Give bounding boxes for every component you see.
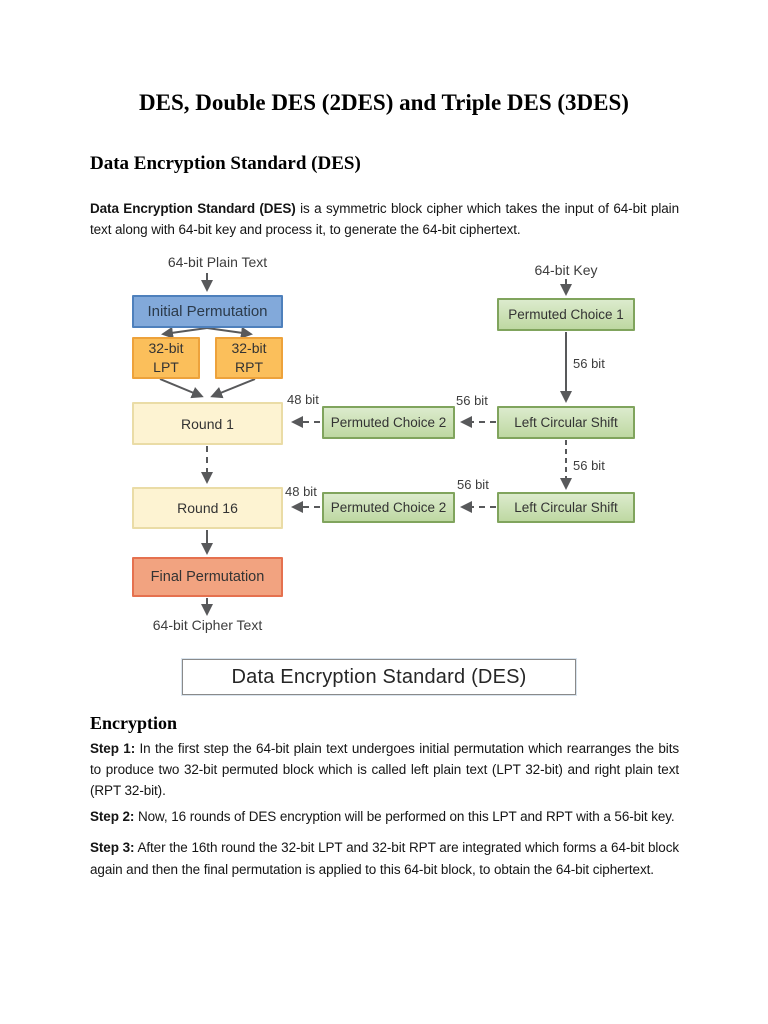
bits-48-label-1: 48 bit	[287, 392, 319, 407]
step-3-text: After the 16th round the 32-bit LPT and …	[90, 840, 680, 877]
left-circular-shift-box-2: Left Circular Shift	[497, 492, 635, 523]
intro-paragraph: Data Encryption Standard (DES) is a symm…	[90, 198, 679, 240]
step-2-text: Now, 16 rounds of DES encryption will be…	[134, 809, 675, 824]
step-1-paragraph: Step 1: In the first step the 64-bit pla…	[90, 738, 679, 801]
bits-48-label-2: 48 bit	[285, 484, 317, 499]
cipher-text-label: 64-bit Cipher Text	[152, 617, 263, 633]
step-3-label: Step 3:	[90, 840, 135, 855]
step-1-label: Step 1:	[90, 741, 136, 756]
step-2-paragraph: Step 2: Now, 16 rounds of DES encryption…	[90, 806, 679, 827]
round-1-box: Round 1	[132, 402, 283, 445]
plain-text-label: 64-bit Plain Text	[167, 254, 268, 270]
intro-paragraph-lead: Data Encryption Standard (DES)	[90, 201, 296, 216]
step-1-text: In the first step the 64-bit plain text …	[90, 741, 679, 798]
permuted-choice-1-box: Permuted Choice 1	[497, 298, 635, 331]
bits-56-label-1: 56 bit	[456, 393, 488, 408]
initial-permutation-box: Initial Permutation	[132, 295, 283, 328]
document-title: DES, Double DES (2DES) and Triple DES (3…	[139, 90, 629, 115]
diagram-caption: Data Encryption Standard (DES)	[182, 659, 576, 695]
permuted-choice-2-box-2: Permuted Choice 2	[322, 492, 455, 523]
bits-56-label-2: 56 bit	[573, 356, 605, 371]
round-16-box: Round 16	[132, 487, 283, 529]
permuted-choice-2-box-1: Permuted Choice 2	[322, 406, 455, 439]
left-circular-shift-box-1: Left Circular Shift	[497, 406, 635, 439]
bits-56-label-3: 56 bit	[573, 458, 605, 473]
section-heading-encryption: Encryption	[90, 713, 178, 733]
section-heading-des: Data Encryption Standard (DES)	[90, 153, 361, 174]
key-label: 64-bit Key	[534, 262, 598, 278]
intro-paragraph-text: is a symmetric block cipher which takes …	[90, 201, 679, 237]
bits-56-label-4: 56 bit	[457, 477, 489, 492]
des-flow-diagram: 64-bit Plain Text Initial Permutation 32…	[0, 253, 768, 659]
final-permutation-box: Final Permutation	[132, 557, 283, 597]
diagram-arrows	[159, 273, 572, 616]
step-2-label: Step 2:	[90, 809, 135, 824]
step-3-paragraph: Step 3: After the 16th round the 32-bit …	[90, 837, 679, 881]
